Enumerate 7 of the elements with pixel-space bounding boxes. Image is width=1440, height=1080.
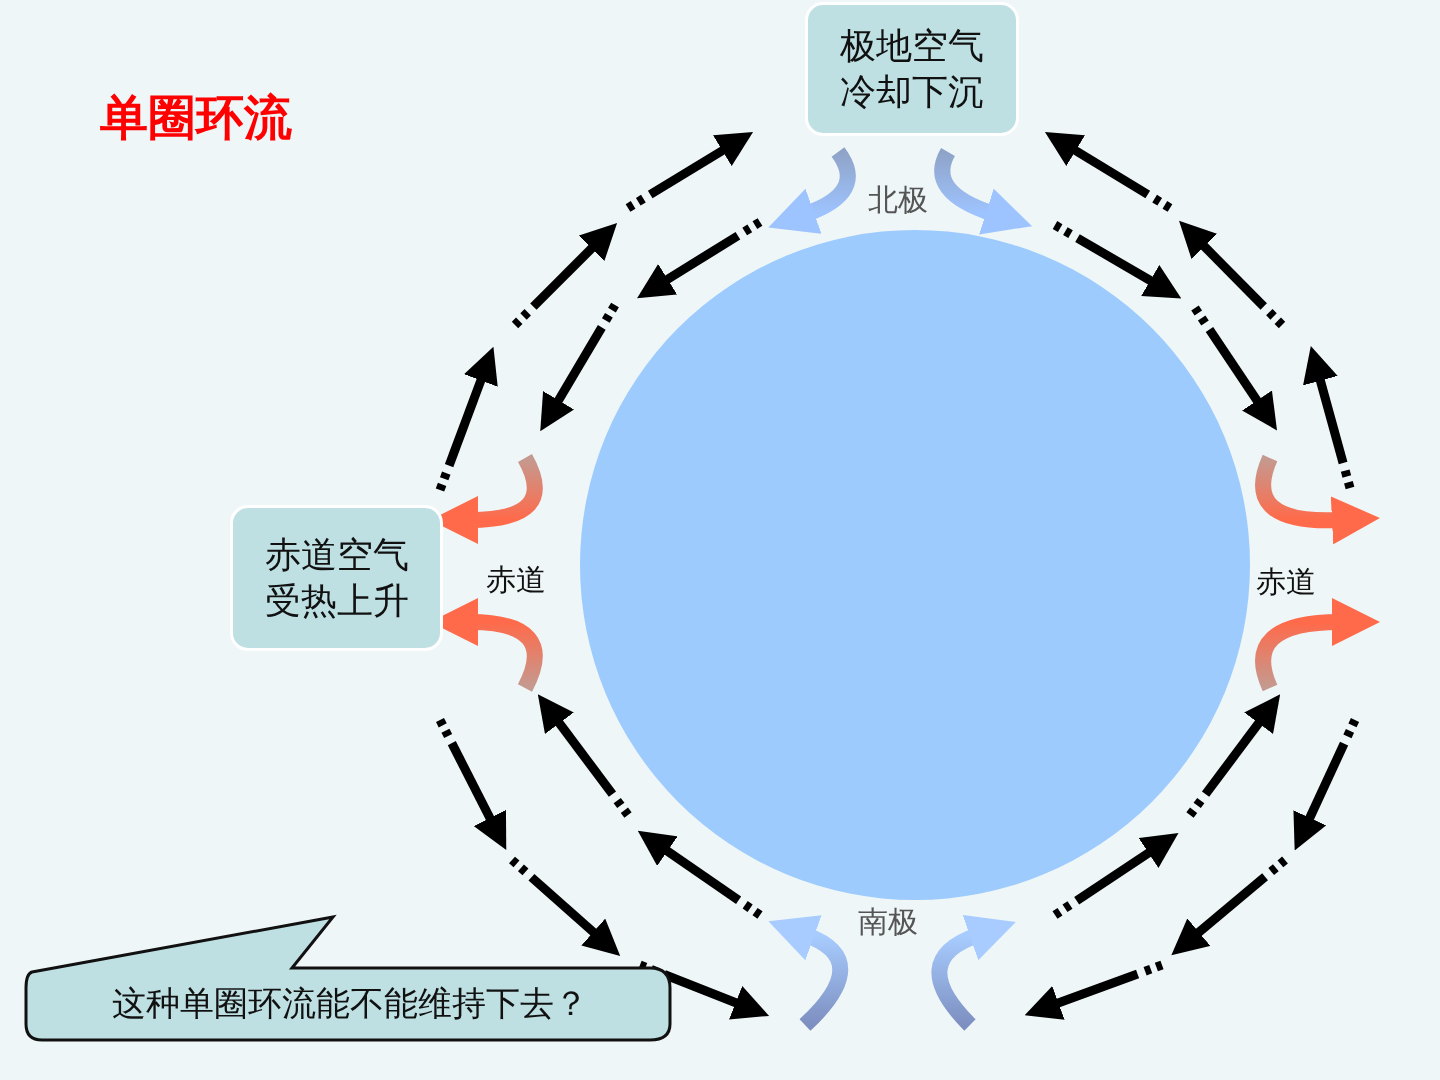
- text-box: 极地空气冷却下沉: [805, 2, 1019, 136]
- place-label: 赤道: [1256, 563, 1316, 601]
- place-label: 南极: [858, 903, 918, 941]
- text-box: 赤道空气受热上升: [230, 505, 443, 651]
- place-label: 赤道: [486, 561, 546, 599]
- title: 单圈环流: [100, 88, 292, 147]
- place-label: 北极: [868, 181, 928, 219]
